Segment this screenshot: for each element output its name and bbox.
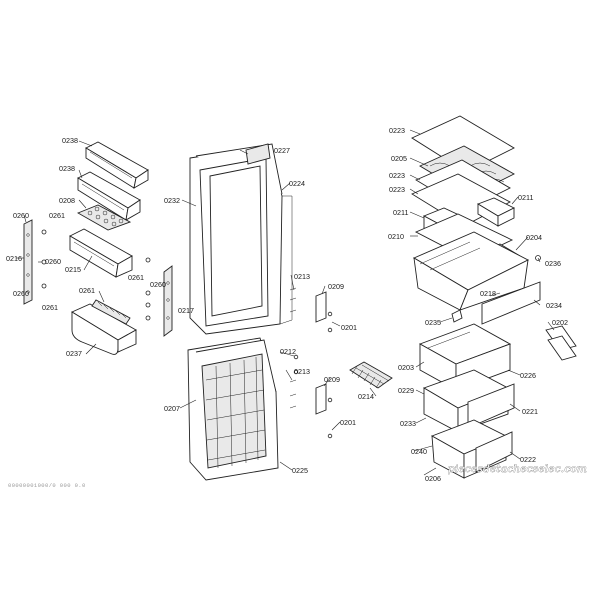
part-labels: 0238 0238 0208 0215 0261 0237 0260 0261 … <box>6 126 568 483</box>
part-0238-second-shelf[interactable] <box>77 171 141 221</box>
part-0209-lower-hinge <box>315 383 327 415</box>
label-0209: 0209 <box>324 375 340 384</box>
label-0218: 0218 <box>480 289 496 298</box>
label-0227: 0227 <box>274 146 290 155</box>
label-0260: 0260 <box>13 211 29 220</box>
part-0209-upper-hinge <box>315 291 327 323</box>
label-0205: 0205 <box>391 154 407 163</box>
part-0217-right-rail[interactable] <box>163 265 173 337</box>
label-0201: 0201 <box>340 418 356 427</box>
part-0202-panel[interactable] <box>545 325 577 361</box>
label-0203: 0203 <box>398 363 414 372</box>
label-0234: 0234 <box>546 301 562 310</box>
label-0261: 0261 <box>79 286 95 295</box>
label-0226: 0226 <box>520 371 536 380</box>
part-0216-left-rail[interactable] <box>23 219 33 305</box>
label-0223: 0223 <box>389 185 405 194</box>
part-0215-middle-shelf[interactable] <box>69 228 133 278</box>
leader-lines <box>16 129 555 476</box>
label-0217: 0217 <box>178 306 194 315</box>
watermark-text: piecesdetachecselec.com <box>448 463 587 475</box>
screw-clips <box>41 229 151 321</box>
label-0261: 0261 <box>42 303 58 312</box>
part-0234-crisper-front[interactable] <box>481 281 541 325</box>
part-0221-drawer-front[interactable] <box>467 383 515 429</box>
label-0221: 0221 <box>522 407 538 416</box>
label-0224: 0224 <box>289 179 305 188</box>
label-0202: 0202 <box>552 318 568 327</box>
part-0214-ice-tray[interactable] <box>349 361 393 389</box>
label-0208: 0208 <box>59 196 75 205</box>
label-0206: 0206 <box>425 474 441 483</box>
label-0213: 0213 <box>294 367 310 376</box>
label-0211: 0211 <box>393 208 408 217</box>
part-0237-bottle-shelf[interactable] <box>71 299 137 355</box>
label-0204: 0204 <box>526 233 542 242</box>
label-0237: 0237 <box>66 349 82 358</box>
label-0232: 0232 <box>164 196 180 205</box>
label-0209: 0209 <box>328 282 344 291</box>
label-0207: 0207 <box>164 404 180 413</box>
label-0212: 0212 <box>280 347 296 356</box>
label-0236: 0236 <box>545 259 561 268</box>
label-0216: 0216 <box>6 254 22 263</box>
label-0235: 0235 <box>425 318 441 327</box>
label-0222: 0222 <box>520 455 536 464</box>
label-0260: 0260 <box>45 257 61 266</box>
label-0233: 0233 <box>400 419 416 428</box>
right-components-group <box>411 115 577 479</box>
lower-door-assembly[interactable] <box>187 337 279 481</box>
part-0222-drawer-front[interactable] <box>475 431 513 473</box>
part-0211-small-drawer-right[interactable] <box>476 197 516 227</box>
label-0260: 0260 <box>13 289 29 298</box>
label-0213: 0213 <box>294 272 310 281</box>
part-0238-upper-shelf[interactable] <box>85 141 149 189</box>
part-0208-egg-tray[interactable] <box>76 204 132 231</box>
door-hardware <box>289 287 333 439</box>
label-0260: 0260 <box>150 280 166 289</box>
label-0238: 0238 <box>59 164 75 173</box>
door-shelves-group <box>23 141 173 355</box>
upper-door-assembly[interactable] <box>189 143 293 335</box>
part-0227-handle-strip[interactable] <box>245 143 271 165</box>
label-0238: 0238 <box>62 136 78 145</box>
label-0223: 0223 <box>389 126 405 135</box>
part-0218-crisper-bin[interactable] <box>413 231 529 311</box>
label-0223: 0223 <box>389 171 405 180</box>
part-0235-clip[interactable] <box>451 309 463 323</box>
label-0215: 0215 <box>65 265 81 274</box>
document-reference: 00000001000/0 000 0.0 <box>8 482 86 489</box>
label-0240: 0240 <box>411 447 427 456</box>
label-0201: 0201 <box>341 323 357 332</box>
label-0210: 0210 <box>388 232 404 241</box>
label-0261: 0261 <box>49 211 65 220</box>
label-0261: 0261 <box>128 273 144 282</box>
label-0211: 0211 <box>518 193 533 202</box>
label-0225: 0225 <box>292 466 308 475</box>
label-0229: 0229 <box>398 386 414 395</box>
label-0214: 0214 <box>358 392 374 401</box>
